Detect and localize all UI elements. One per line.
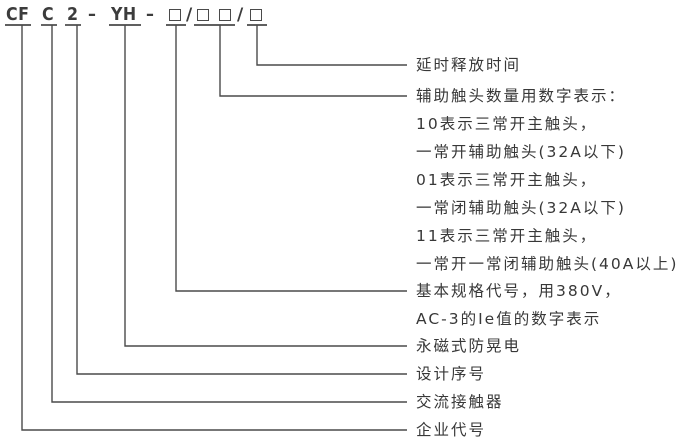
code-placeholder-box-3 [219, 9, 231, 21]
code-slash-2: / [237, 5, 244, 25]
connector-c-ac-contactor [51, 25, 407, 403]
connector-2-design-serial [76, 25, 407, 375]
connector-box4-delay-release [256, 25, 407, 66]
label-delay-release-time: 延时释放时间 [416, 56, 522, 74]
code-placeholder-box-4 [250, 9, 262, 21]
label-permanent-magnet-anti-sway: 永磁式防晃电 [416, 337, 522, 355]
label-aux-contact-count-line6: 11表示三常开主触头， [416, 227, 598, 245]
code-enterprise: CF [6, 4, 30, 25]
code-dash-2: – [146, 4, 155, 25]
label-aux-contact-count-line2: 10表示三常开主触头， [416, 115, 598, 133]
code-series: YH [111, 4, 137, 25]
label-ac-contactor: 交流接触器 [416, 393, 504, 411]
label-aux-contact-count: 辅助触头数量用数字表示： [416, 87, 627, 105]
connector-cf-enterprise-code [21, 25, 407, 431]
code-contactor: C [42, 4, 55, 25]
label-aux-contact-count-line3: 一常开辅助触头(32A以下) [416, 143, 626, 161]
code-placeholder-box-1 [169, 9, 181, 21]
code-slash-1: / [186, 5, 193, 25]
label-design-serial-number: 设计序号 [416, 365, 487, 383]
code-design-no: 2 [67, 4, 79, 25]
label-aux-contact-count-line7: 一常开一常闭辅助触头(40A以上) [416, 255, 679, 273]
label-basic-spec-code: 基本规格代号，用380V， [416, 282, 622, 300]
code-dash-1: – [88, 4, 97, 25]
code-placeholder-box-2 [197, 9, 209, 21]
connector-yh-permanent-magnet [124, 25, 407, 347]
connector-box23-aux-contacts [219, 25, 407, 97]
connector-box1-basic-spec [175, 25, 407, 292]
label-basic-spec-code-line2: AC-3的Ie值的数字表示 [416, 310, 602, 328]
label-enterprise-code: 企业代号 [416, 421, 487, 439]
label-aux-contact-count-line4: 01表示三常开主触头， [416, 171, 598, 189]
label-aux-contact-count-line5: 一常闭辅助触头(32A以下) [416, 199, 626, 217]
